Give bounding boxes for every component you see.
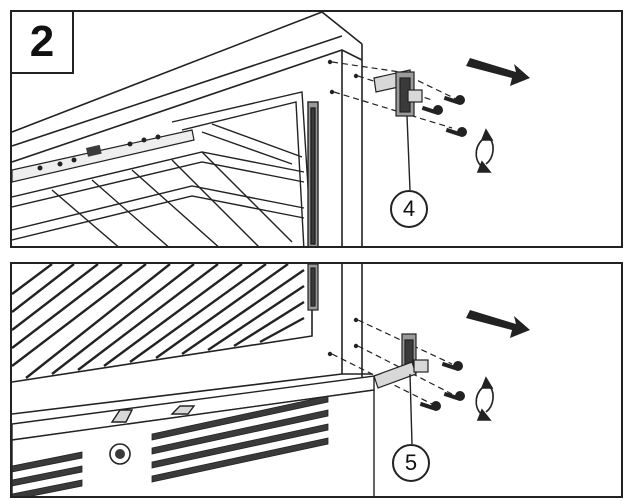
hinge-icon — [373, 69, 423, 117]
callout-5-label: 5 — [404, 450, 418, 475]
shelves — [12, 123, 305, 246]
callout-5: 5 — [392, 444, 430, 482]
vent-slots — [12, 395, 329, 496]
door-frame-lower — [307, 264, 319, 311]
rotation-arrow-icon — [475, 128, 494, 173]
step-number-box: 2 — [12, 12, 74, 74]
screw-holes-lower — [327, 317, 359, 357]
top-panel: 2 4 — [10, 10, 623, 248]
screw-icon — [421, 95, 467, 137]
hinge-icon-lower — [373, 333, 429, 389]
cabinet-body — [12, 12, 363, 246]
grille-shelf — [12, 264, 305, 379]
callout-4: 4 — [390, 190, 428, 228]
top-illustration — [12, 12, 530, 246]
assembly-lines — [331, 61, 459, 129]
callout-leader-top — [406, 115, 411, 191]
bottom-illustration — [12, 264, 530, 496]
kick-plate — [12, 375, 375, 496]
control-panel — [12, 129, 195, 183]
callout-4-label: 4 — [402, 196, 416, 221]
door-frame — [171, 91, 319, 246]
callout-leader-bottom — [409, 373, 413, 445]
arrow-right-icon — [466, 58, 530, 86]
arrow-right-icon-lower — [466, 310, 530, 338]
rotation-arrow-icon-lower — [475, 376, 494, 421]
bottom-panel: 5 — [10, 262, 623, 498]
step-number: 2 — [29, 17, 55, 66]
screw-holes — [327, 59, 359, 95]
lock-icon — [109, 443, 131, 465]
screw-icon-lower — [419, 361, 465, 411]
